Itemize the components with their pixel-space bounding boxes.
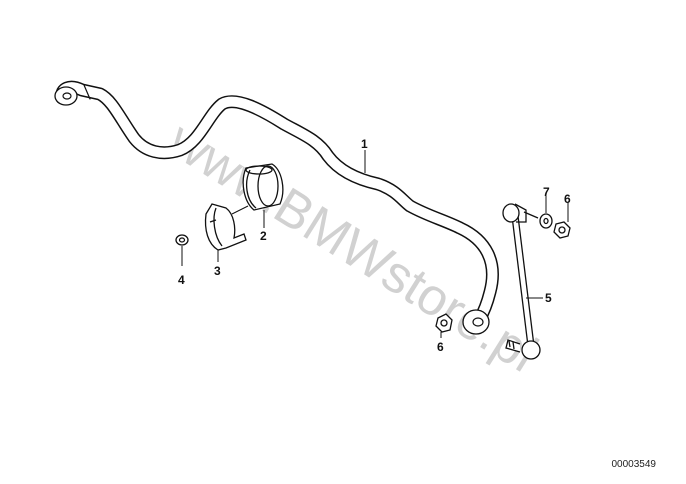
callout-leaders bbox=[181, 150, 569, 338]
callout-6-upper: 6 bbox=[564, 192, 571, 206]
self-locking-nut-part-6-upper[interactable] bbox=[553, 221, 571, 239]
callout-labels: 1 2 3 4 5 6 6 7 bbox=[178, 137, 571, 354]
callout-7: 7 bbox=[543, 185, 550, 199]
diagram-reference-number: 00003549 bbox=[611, 459, 657, 470]
callout-5: 5 bbox=[545, 291, 552, 305]
washer-part-7[interactable] bbox=[539, 213, 553, 229]
callout-4: 4 bbox=[178, 273, 185, 287]
callout-6-lower: 6 bbox=[437, 340, 444, 354]
nut-part-4[interactable] bbox=[175, 234, 189, 246]
bracket-part-3[interactable] bbox=[204, 203, 247, 251]
callout-1: 1 bbox=[361, 137, 368, 151]
callout-3: 3 bbox=[214, 264, 221, 278]
self-locking-nut-part-6-lower[interactable] bbox=[435, 313, 453, 333]
stabilizer-bar-part-1[interactable] bbox=[54, 80, 499, 335]
callout-2: 2 bbox=[260, 229, 267, 243]
rubber-bushing-part-2[interactable] bbox=[231, 163, 284, 215]
connecting-link-part-5[interactable] bbox=[502, 203, 541, 360]
